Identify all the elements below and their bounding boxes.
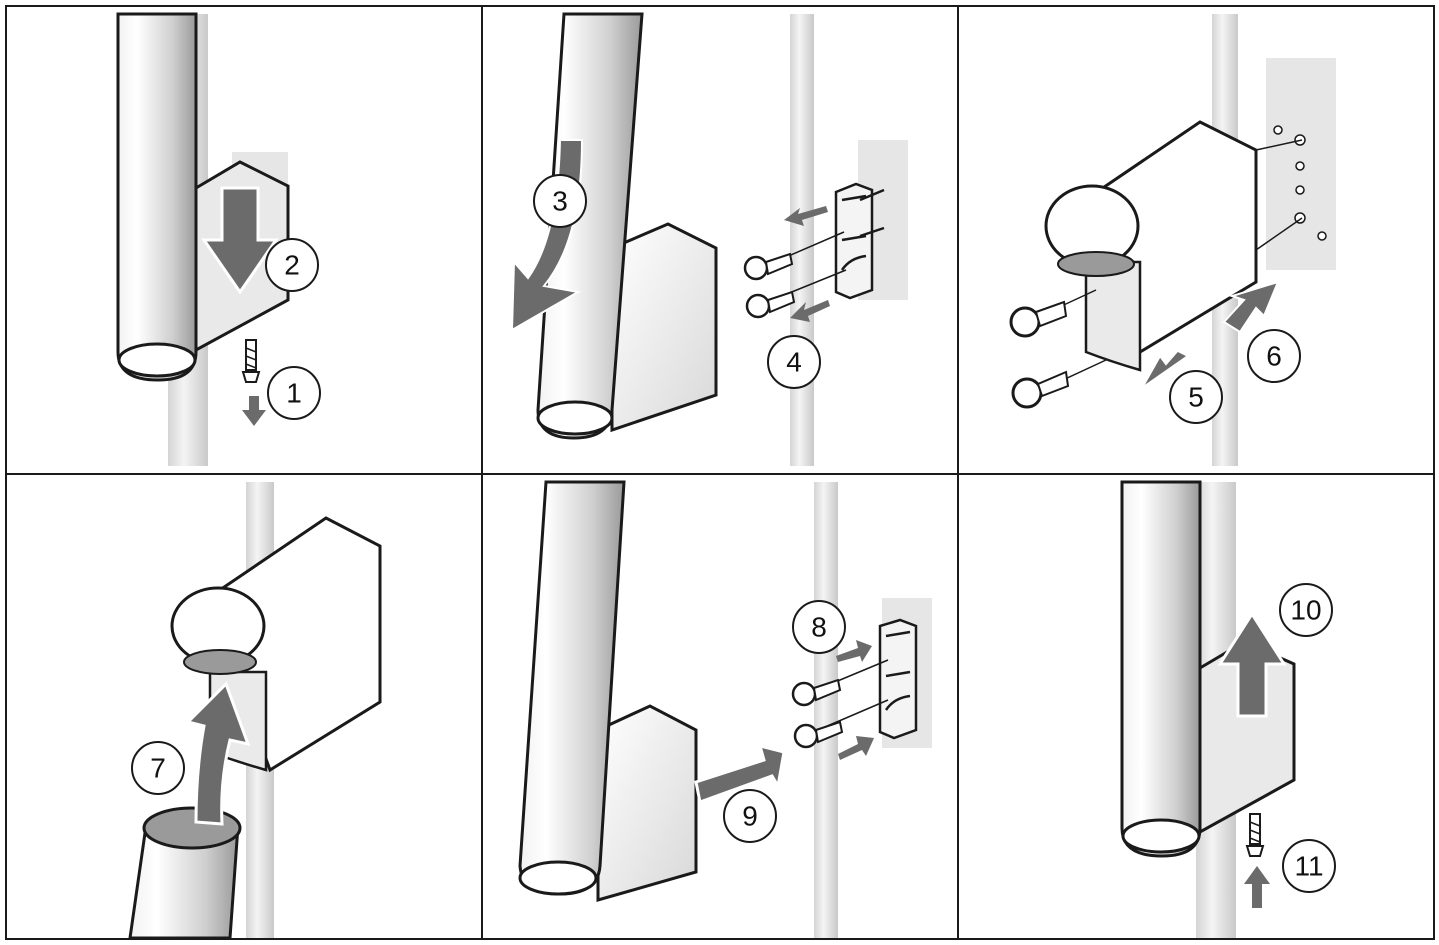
screw-icon [1011,359,1107,409]
screw-icon [793,699,889,749]
left-arrow-top [784,206,828,226]
step-10-label: 10 [1290,595,1321,626]
step-7-label: 7 [150,753,166,784]
step-1-label: 1 [286,378,302,409]
screw-icon [1009,289,1097,338]
step-6-badge: 6 [1247,329,1301,383]
hinge-cap-rim [183,649,257,675]
screw-icon [1245,813,1265,857]
up-arrow [185,681,251,826]
step-5-label: 5 [1188,382,1204,413]
down-arrow [201,186,279,295]
step-8-label: 8 [811,612,827,643]
step-9-label: 9 [742,801,758,832]
step-2-badge: 2 [265,238,319,292]
tube-top-opening [142,806,242,850]
step-9-badge: 9 [723,789,777,843]
step-8-badge: 8 [792,600,846,654]
screw-icon [241,339,261,383]
tube-end-cap [1121,818,1201,854]
hinge-block [610,222,718,433]
tube-end-cap [117,342,197,378]
step-6-label: 6 [1266,341,1282,372]
tube-end-cap [536,400,614,436]
step-7-badge: 7 [131,741,185,795]
hinge-socket [1084,260,1142,372]
screw-icon [745,269,847,319]
step-11-badge: 11 [1282,839,1336,893]
mounting-holes [1273,125,1327,241]
panel-grid [5,5,1435,940]
step-2-label: 2 [284,250,300,281]
arrow-up-right [1222,280,1280,334]
left-arrow-bottom [790,300,830,322]
small-down-arrow [242,396,266,426]
hinge-bracket [878,618,918,740]
right-arrow [694,743,786,805]
door-tube [1120,480,1202,858]
step-4-label: 4 [786,347,802,378]
panel-2: 3 4 [510,12,908,466]
panel-4: 7 [128,482,382,940]
screw-icon [791,659,889,707]
right-arrow-small [838,736,874,760]
tube-end-cap [518,860,598,896]
panel-3: 5 6 [1009,14,1336,466]
step-5-badge: 5 [1169,370,1223,424]
screw-icon [743,231,845,281]
door-tube [116,12,198,382]
panel-5: 8 9 [518,480,932,938]
arrow-down-left [1141,333,1193,389]
step-3-label: 3 [552,186,568,217]
step-10-badge: 10 [1279,583,1333,637]
panel-6: 10 11 [1120,480,1336,938]
hinge-block [596,704,698,902]
right-arrow-small [836,640,872,662]
small-up-arrow [1244,866,1270,908]
door-rail [814,482,838,938]
door-rail [790,14,814,466]
up-arrow [1217,611,1287,718]
hinge-bracket [834,182,885,300]
step-3-badge: 3 [533,174,587,228]
step-11-label: 11 [1294,851,1323,882]
panel-1: 2 1 [116,12,321,466]
step-1-badge: 1 [267,366,321,420]
hinge-cap-rim [1057,251,1135,277]
step-4-badge: 4 [767,335,821,389]
